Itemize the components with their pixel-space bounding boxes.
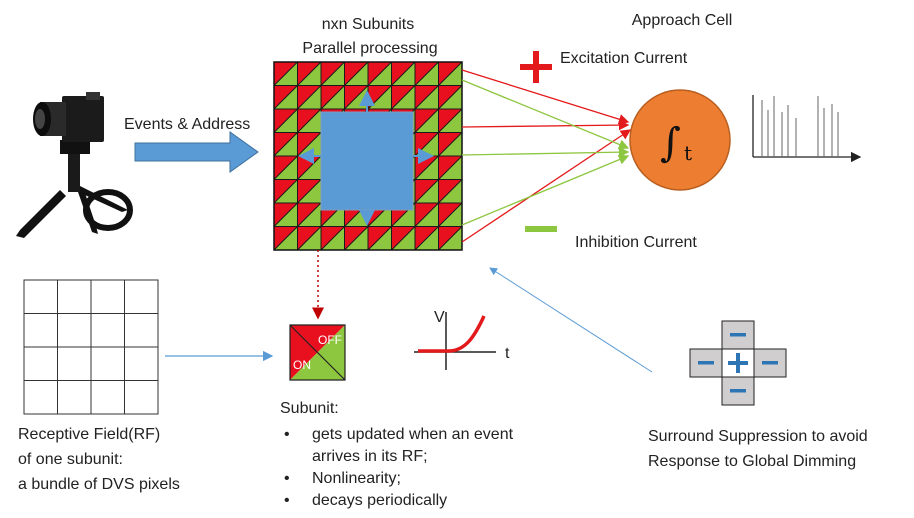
off-label: OFF — [318, 333, 342, 347]
subunit-desc-title: Subunit: — [280, 400, 339, 417]
excitation-plus-icon — [520, 51, 552, 83]
dvs-camera-illustration — [16, 92, 133, 238]
approach-cell-circle — [629, 89, 731, 191]
plot-v-label: V — [434, 309, 445, 326]
subunit-bullet-2: •Nonlinearity; — [284, 470, 401, 487]
inhibition-minus-icon — [525, 226, 557, 232]
integral-symbol: ∫ — [660, 120, 681, 166]
receptive-field-grid — [23, 279, 159, 415]
subunit-bullet-3: •decays periodically — [284, 492, 448, 509]
surround-feedback-arrow — [489, 267, 653, 373]
subunits-title-line1: nxn Subunits — [321, 16, 415, 33]
excitation-lines — [461, 69, 632, 243]
inhibition-lines — [461, 79, 630, 226]
subunit-desc-list: •gets updated when an event arrives in i… — [280, 424, 513, 512]
subunit-bullet-1: •gets updated when an event — [284, 426, 514, 443]
rf-caption-line3: a bundle of DVS pixels — [18, 476, 180, 493]
center-blue-square — [320, 111, 414, 211]
approach-cell-title: Approach Cell — [631, 12, 733, 29]
surround-suppression-cross — [689, 320, 787, 406]
excitation-label: Excitation Current — [560, 50, 688, 67]
subunit-on-off-cell: OFF ON — [289, 324, 346, 381]
events-address-label: Events & Address — [124, 116, 251, 133]
subunit-bullet-1-cont: arrives in its RF; — [312, 448, 428, 465]
rf-caption-line2: of one subunit: — [18, 451, 123, 468]
integral-variable: t — [684, 141, 692, 165]
rf-caption-line1: Receptive Field(RF) — [18, 426, 161, 443]
plot-t-label: t — [505, 345, 510, 362]
surround-caption-line2: Response to Global Dimming — [648, 453, 857, 470]
events-arrow — [134, 131, 259, 173]
inhibition-label: Inhibition Current — [575, 234, 697, 251]
subunits-title-line2: Parallel processing — [302, 40, 438, 57]
subunit-grid-frame — [273, 61, 463, 251]
surround-caption-line1: Surround Suppression to avoid — [648, 428, 868, 445]
spike-train-output — [752, 95, 862, 163]
expansion-arrows — [298, 90, 434, 226]
on-label: ON — [293, 358, 311, 372]
nonlinearity-plot: V t — [414, 309, 510, 370]
